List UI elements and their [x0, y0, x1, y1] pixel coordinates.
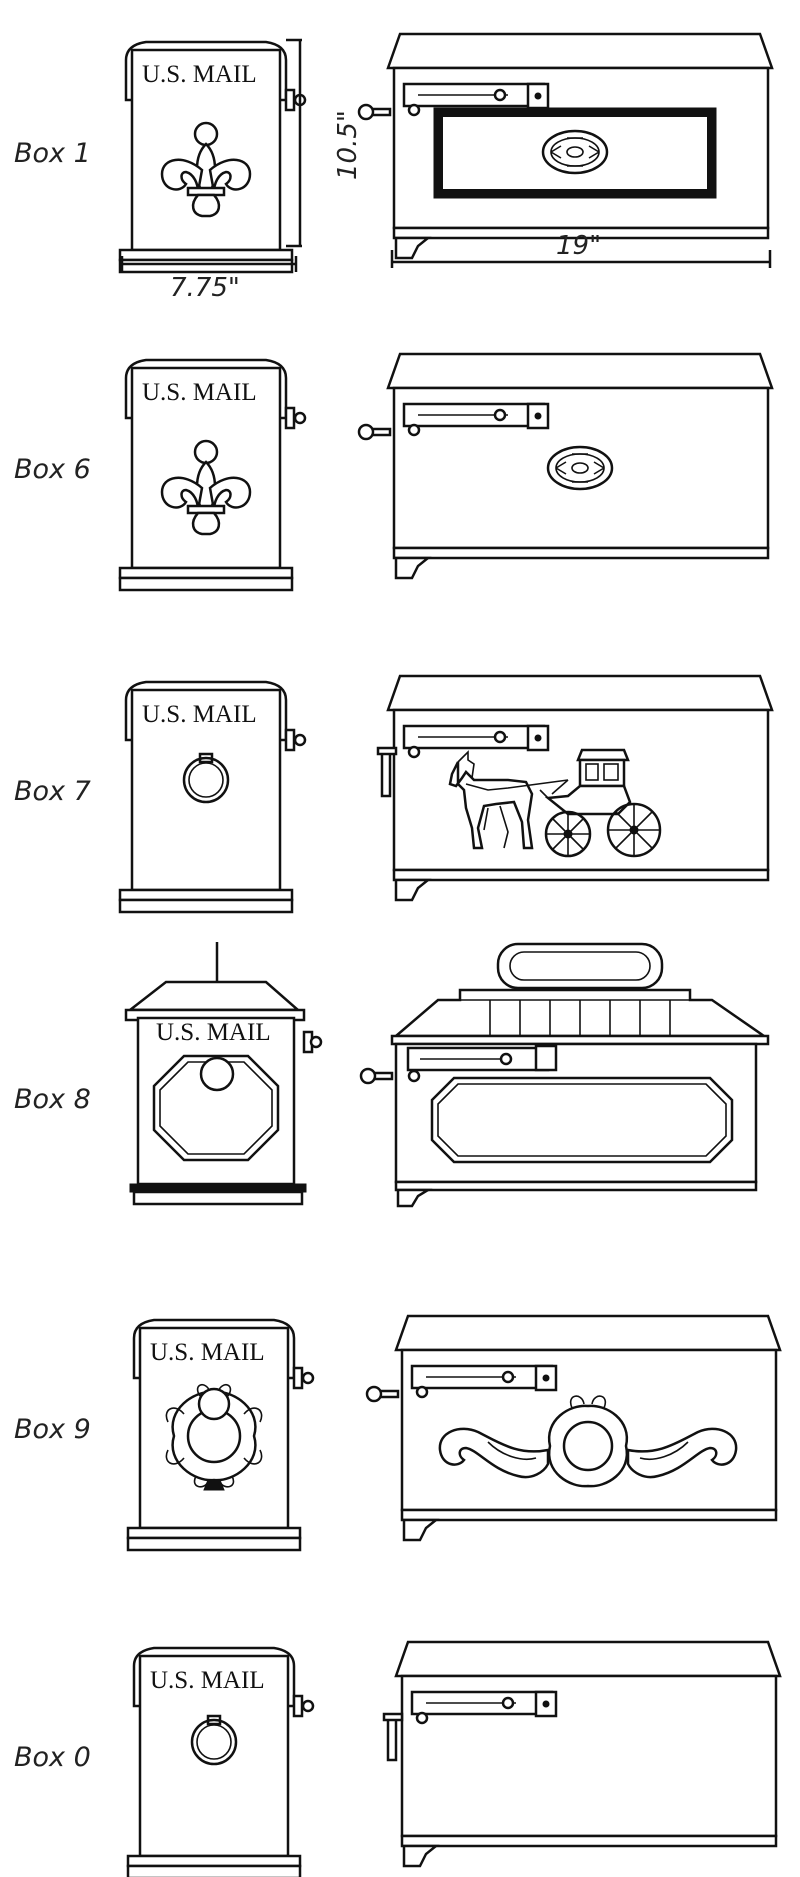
row-box-8: Box 8 U.S. MAIL	[14, 942, 770, 1208]
front-view: U.S. MAIL	[118, 40, 307, 274]
front-view: U.S. MAIL	[118, 680, 307, 914]
knob-icon	[197, 1387, 231, 1421]
front-view: U.S. MAIL	[126, 1646, 315, 1877]
front-view: U.S. MAIL	[124, 942, 323, 1206]
row-box-7: Box 7 U.S. MAIL	[14, 674, 774, 914]
mail-label: U.S. MAIL	[142, 61, 257, 88]
side-view	[365, 1314, 782, 1542]
side-view	[357, 352, 774, 580]
latch-icon	[382, 1712, 404, 1762]
length-label: 19"	[556, 231, 601, 261]
ring-icon	[182, 752, 230, 804]
mail-label: U.S. MAIL	[142, 379, 257, 406]
knob-icon	[199, 1056, 235, 1092]
row-box-1: Box 1 U.S. MAIL 10.5" 7.75"	[14, 32, 774, 303]
box-label: Box 7	[14, 776, 91, 807]
medallion-icon	[541, 129, 609, 175]
dimension-height: 10.5"	[286, 38, 363, 248]
wreath-icon	[165, 1384, 263, 1491]
box-label: Box 9	[14, 1414, 91, 1445]
side-view	[359, 942, 770, 1208]
dimension-length: 19"	[390, 231, 772, 268]
mail-label: U.S. MAIL	[150, 1339, 265, 1366]
side-view	[357, 32, 774, 260]
ring-icon	[190, 1714, 238, 1766]
octagon-panel-icon	[152, 1054, 280, 1162]
latch-icon	[376, 746, 398, 798]
box-label: Box 6	[14, 454, 91, 485]
box-label: Box 1	[14, 138, 91, 169]
scroll-wreath-icon	[438, 1395, 738, 1488]
row-box-6: Box 6 U.S. MAIL	[14, 352, 774, 592]
width-label: 7.75"	[170, 273, 240, 303]
horse-carriage-icon	[448, 748, 662, 858]
wheel-icon	[606, 802, 662, 858]
front-view: U.S. MAIL	[118, 358, 307, 592]
side-view	[376, 674, 774, 902]
box-label: Box 0	[14, 1742, 91, 1773]
row-box-0: Box 0 U.S. MAIL	[14, 1640, 782, 1877]
box-label: Box 8	[14, 1084, 91, 1115]
wheel-icon	[544, 810, 592, 858]
mail-label: U.S. MAIL	[142, 701, 257, 728]
dimension-width: 7.75"	[120, 256, 298, 303]
medallion-icon	[546, 445, 614, 491]
row-box-9: Box 9 U.S. MAIL	[14, 1314, 782, 1552]
front-view: U.S. MAIL	[126, 1318, 315, 1552]
mail-label: U.S. MAIL	[150, 1667, 265, 1694]
octagon-panel-icon	[430, 1076, 734, 1164]
mail-label: U.S. MAIL	[156, 1019, 271, 1046]
height-label: 10.5"	[333, 110, 363, 180]
side-view	[382, 1640, 782, 1868]
carry-handle	[496, 942, 664, 990]
